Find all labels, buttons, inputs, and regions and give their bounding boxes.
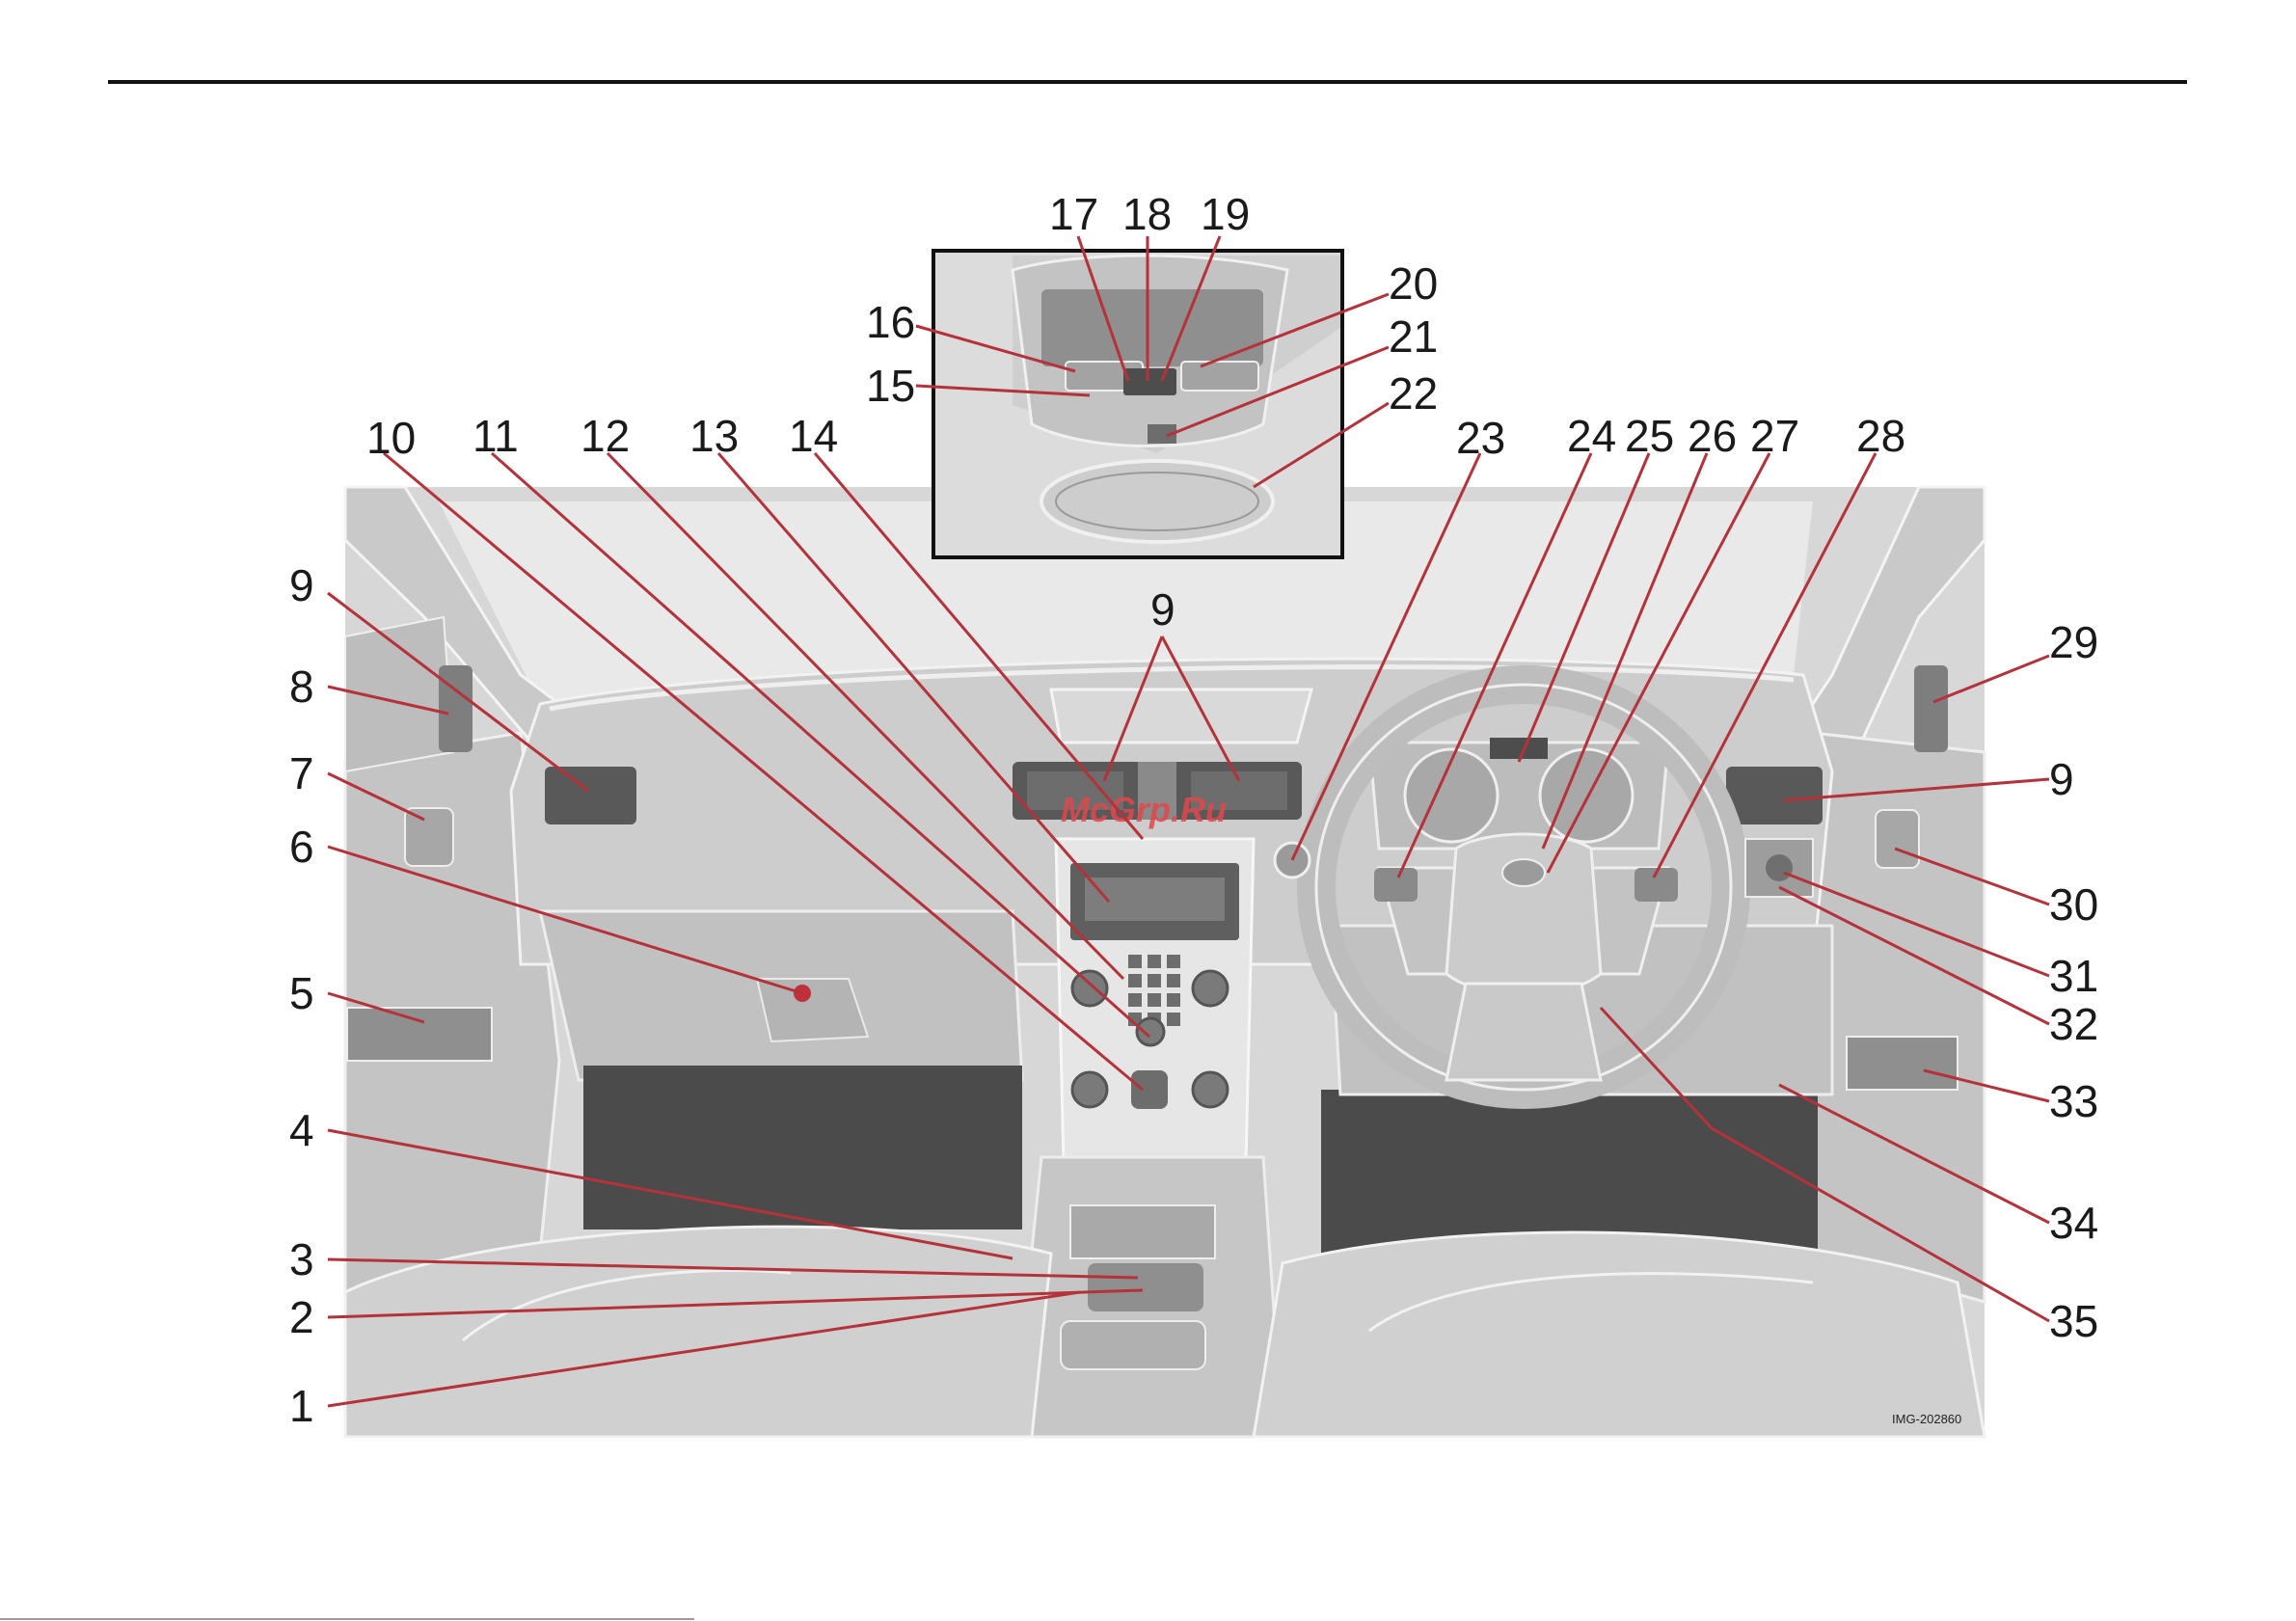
callout-30: 30 xyxy=(2049,879,2098,930)
image-id: IMG-202860 xyxy=(1892,1412,1961,1426)
callout-24: 24 xyxy=(1567,411,1616,461)
callout-19: 19 xyxy=(1201,189,1250,239)
callout-31: 31 xyxy=(2049,951,2098,1001)
callout-28: 28 xyxy=(1856,411,1905,461)
watermark: McGrp.Ru xyxy=(1061,790,1227,829)
callout-10: 10 xyxy=(366,413,416,463)
callout-16: 16 xyxy=(866,297,915,347)
callout-11: 11 xyxy=(473,411,519,461)
callout-9-right: 9 xyxy=(2049,754,2074,804)
callout-26: 26 xyxy=(1688,411,1737,461)
callout-9-center: 9 xyxy=(1150,584,1175,635)
callout-13: 13 xyxy=(689,411,739,461)
callout-7: 7 xyxy=(289,748,314,798)
callout-22: 22 xyxy=(1389,368,1438,419)
callout-5: 5 xyxy=(289,968,314,1018)
callout-1: 1 xyxy=(289,1381,314,1431)
inset-overhead-console xyxy=(933,251,1342,557)
callout-21: 21 xyxy=(1389,311,1438,362)
callout-8: 8 xyxy=(289,662,314,712)
callout-17: 17 xyxy=(1049,189,1098,239)
callout-3: 3 xyxy=(289,1234,314,1284)
callout-9-left: 9 xyxy=(289,560,314,610)
callout-29: 29 xyxy=(2049,617,2098,667)
callout-32: 32 xyxy=(2049,999,2098,1049)
callout-18: 18 xyxy=(1122,189,1172,239)
callout-6: 6 xyxy=(289,822,314,872)
callout-14: 14 xyxy=(789,411,838,461)
callout-35: 35 xyxy=(2049,1296,2098,1346)
callout-2: 2 xyxy=(289,1292,314,1342)
callout-4: 4 xyxy=(289,1105,314,1155)
callout-23: 23 xyxy=(1456,413,1505,463)
callout-12: 12 xyxy=(581,411,630,461)
callout-20: 20 xyxy=(1389,258,1438,309)
callout-33: 33 xyxy=(2049,1076,2098,1126)
callout-27: 27 xyxy=(1750,411,1799,461)
callout-15: 15 xyxy=(866,361,915,411)
callout-34: 34 xyxy=(2049,1198,2098,1248)
callout-25: 25 xyxy=(1625,411,1674,461)
